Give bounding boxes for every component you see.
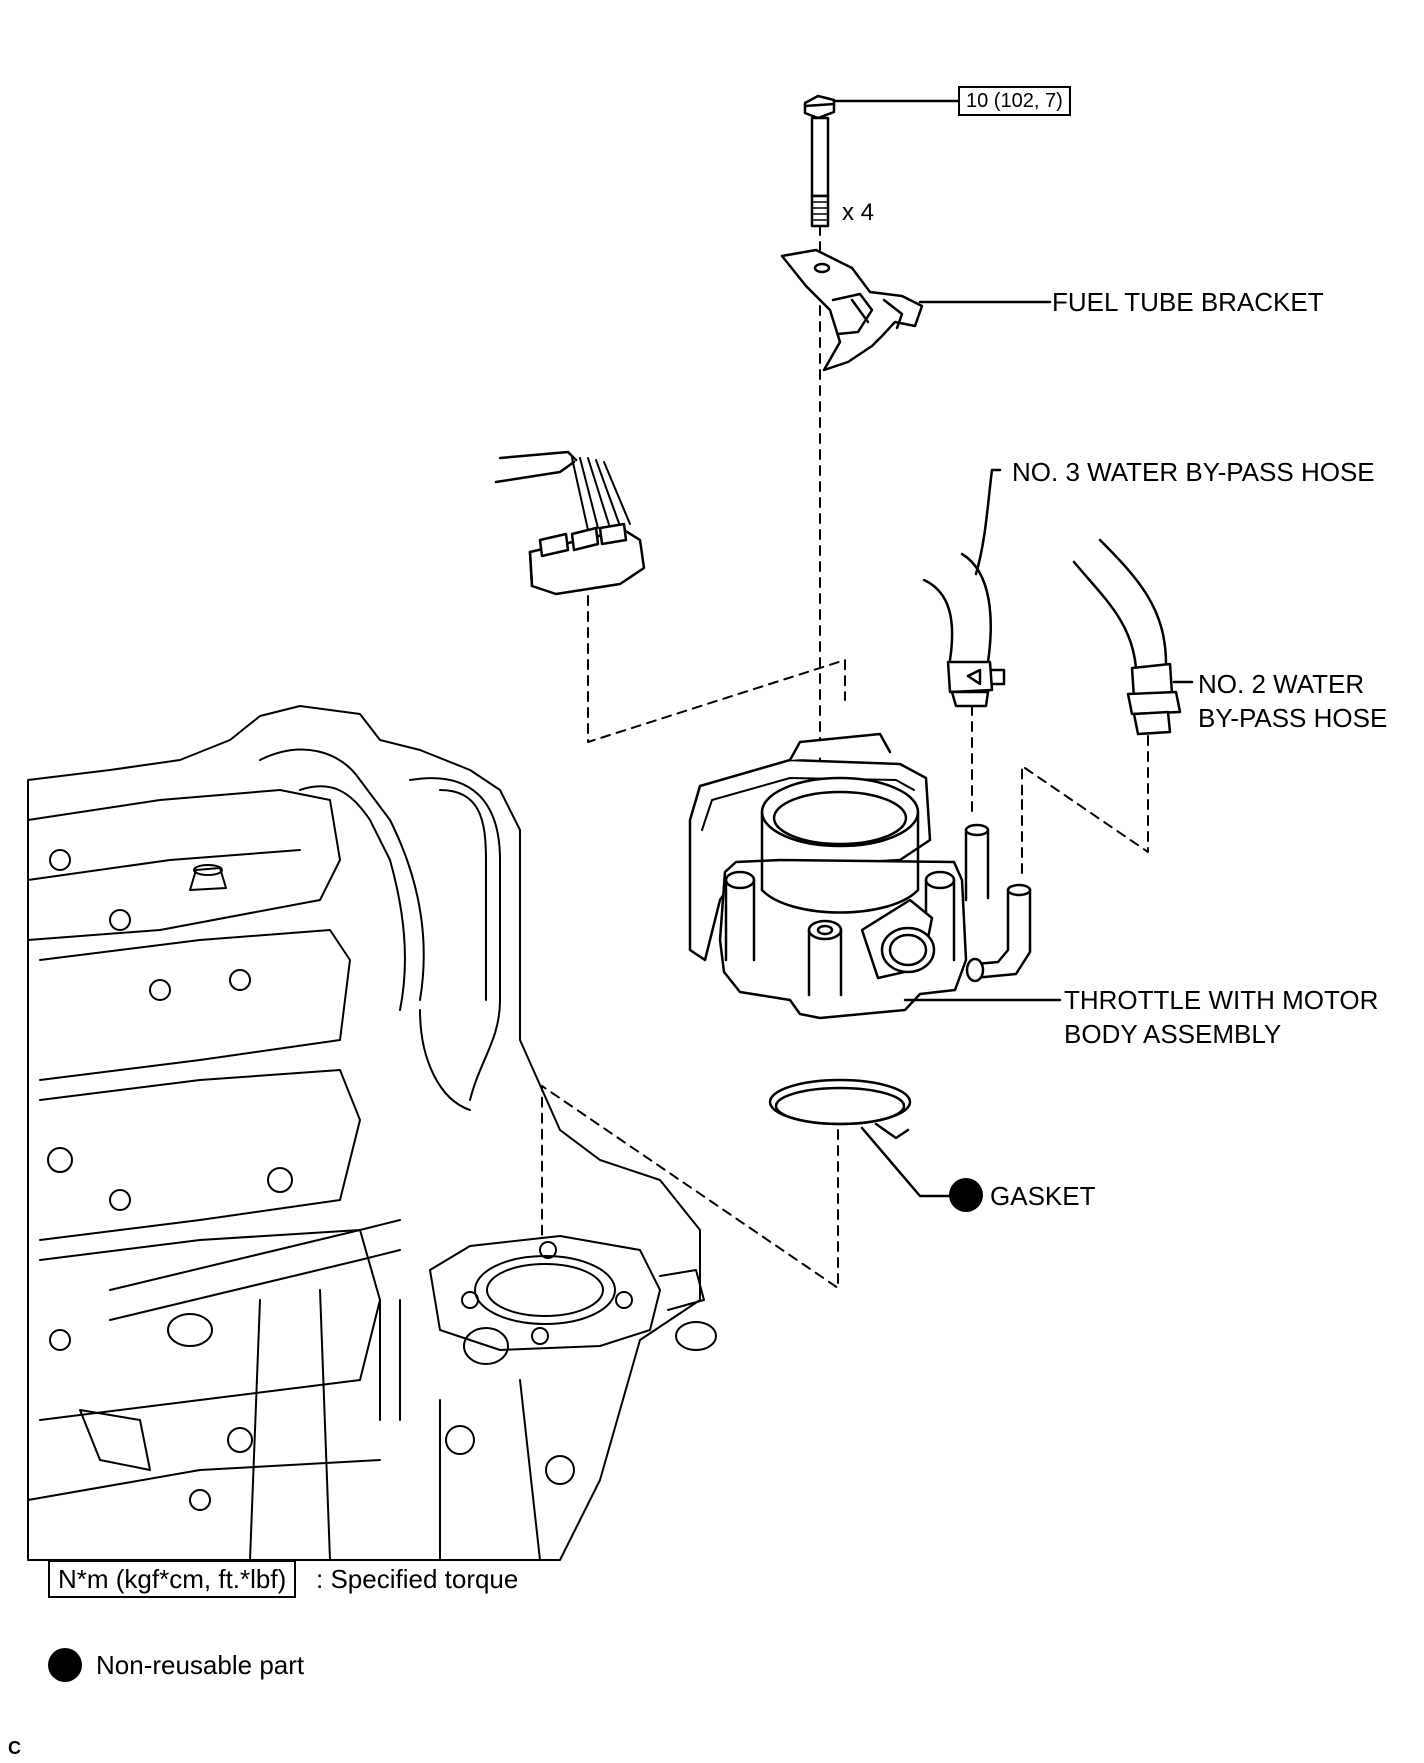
throttle-body-label-line1: THROTTLE WITH MOTOR — [1064, 985, 1379, 1015]
bolt-quantity-label: x 4 — [842, 199, 875, 226]
gasket-label: GASKET — [990, 1181, 1096, 1211]
no3-hose-leader — [974, 468, 1002, 576]
no2-water-bypass-hose-label-line2: BY-PASS HOSE — [1198, 703, 1388, 733]
fuel-tube-bracket-label: FUEL TUBE BRACKET — [1052, 287, 1324, 317]
throttle-body-icon — [688, 732, 1032, 1020]
throttle-body-label-line2: BODY ASSEMBLY — [1064, 1019, 1282, 1049]
gasket-nonreusable-dot-icon — [949, 1178, 983, 1212]
torque-spec-label: 10 (102, 7) — [958, 86, 1071, 116]
no3-water-bypass-hose-icon — [922, 552, 1006, 708]
no2-water-bypass-hose-label-line1: NO. 2 WATER — [1198, 669, 1365, 699]
bolt-icon — [803, 94, 836, 228]
no2-water-bypass-hose-icon — [1072, 538, 1182, 736]
no3-water-bypass-hose-label: NO. 3 WATER BY-PASS HOSE — [1012, 457, 1375, 487]
no2-hose-dashed-path — [1021, 735, 1149, 853]
connector-dashed-path — [587, 595, 846, 743]
engine-block-illustration — [27, 705, 717, 1561]
legend-torque-desc: : Specified torque — [316, 1564, 519, 1594]
legend-nonreusable-dot-icon — [48, 1648, 82, 1682]
gasket-leader-line — [860, 1126, 952, 1198]
gasket-dashed-path — [541, 1085, 839, 1289]
corner-mark: C — [8, 1738, 21, 1758]
wire-connector-icon — [494, 450, 646, 596]
fuel-tube-bracket-icon — [780, 248, 924, 372]
legend-torque-unit-box: N*m (kgf*cm, ft.*lbf) — [48, 1560, 297, 1598]
legend-nonreusable-desc: Non-reusable part — [96, 1650, 305, 1680]
gasket-icon — [768, 1078, 912, 1140]
